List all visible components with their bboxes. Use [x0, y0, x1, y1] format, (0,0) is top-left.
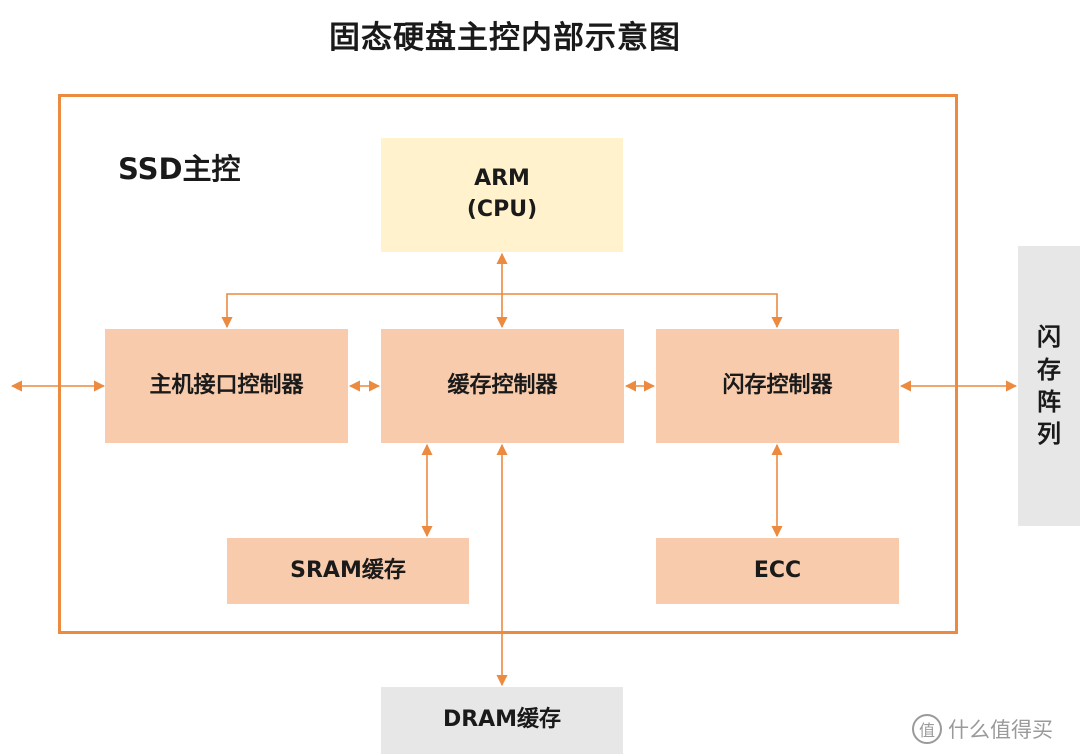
ssd-controller-frame [58, 94, 958, 634]
diagram-title: 固态硬盘主控内部示意图 [329, 20, 681, 56]
smzdm-logo-icon: 值 [912, 714, 942, 744]
watermark-text: 什么值得买 [948, 718, 1053, 742]
sram-cache-block: SRAM缓存 [227, 538, 469, 604]
ecc-block: ECC [656, 538, 899, 604]
flash-controller-block: 闪存控制器 [656, 329, 899, 443]
arm-cpu-block: ARM (CPU) [381, 138, 623, 252]
flash-array-char: 存 [1037, 355, 1061, 384]
flash-array-char: 阵 [1037, 388, 1061, 416]
flash-array-char: 闪 [1037, 323, 1061, 352]
ssd-controller-label: SSD主控 [118, 152, 241, 186]
dram-cache-block: DRAM缓存 [381, 687, 623, 754]
flash-array-char: 列 [1037, 420, 1061, 449]
watermark: 值 什么值得买 [912, 712, 1053, 746]
cache-controller-block: 缓存控制器 [381, 329, 624, 443]
flash-array-block: 闪 存 阵 列 [1018, 246, 1080, 526]
host-interface-controller-block: 主机接口控制器 [105, 329, 348, 443]
